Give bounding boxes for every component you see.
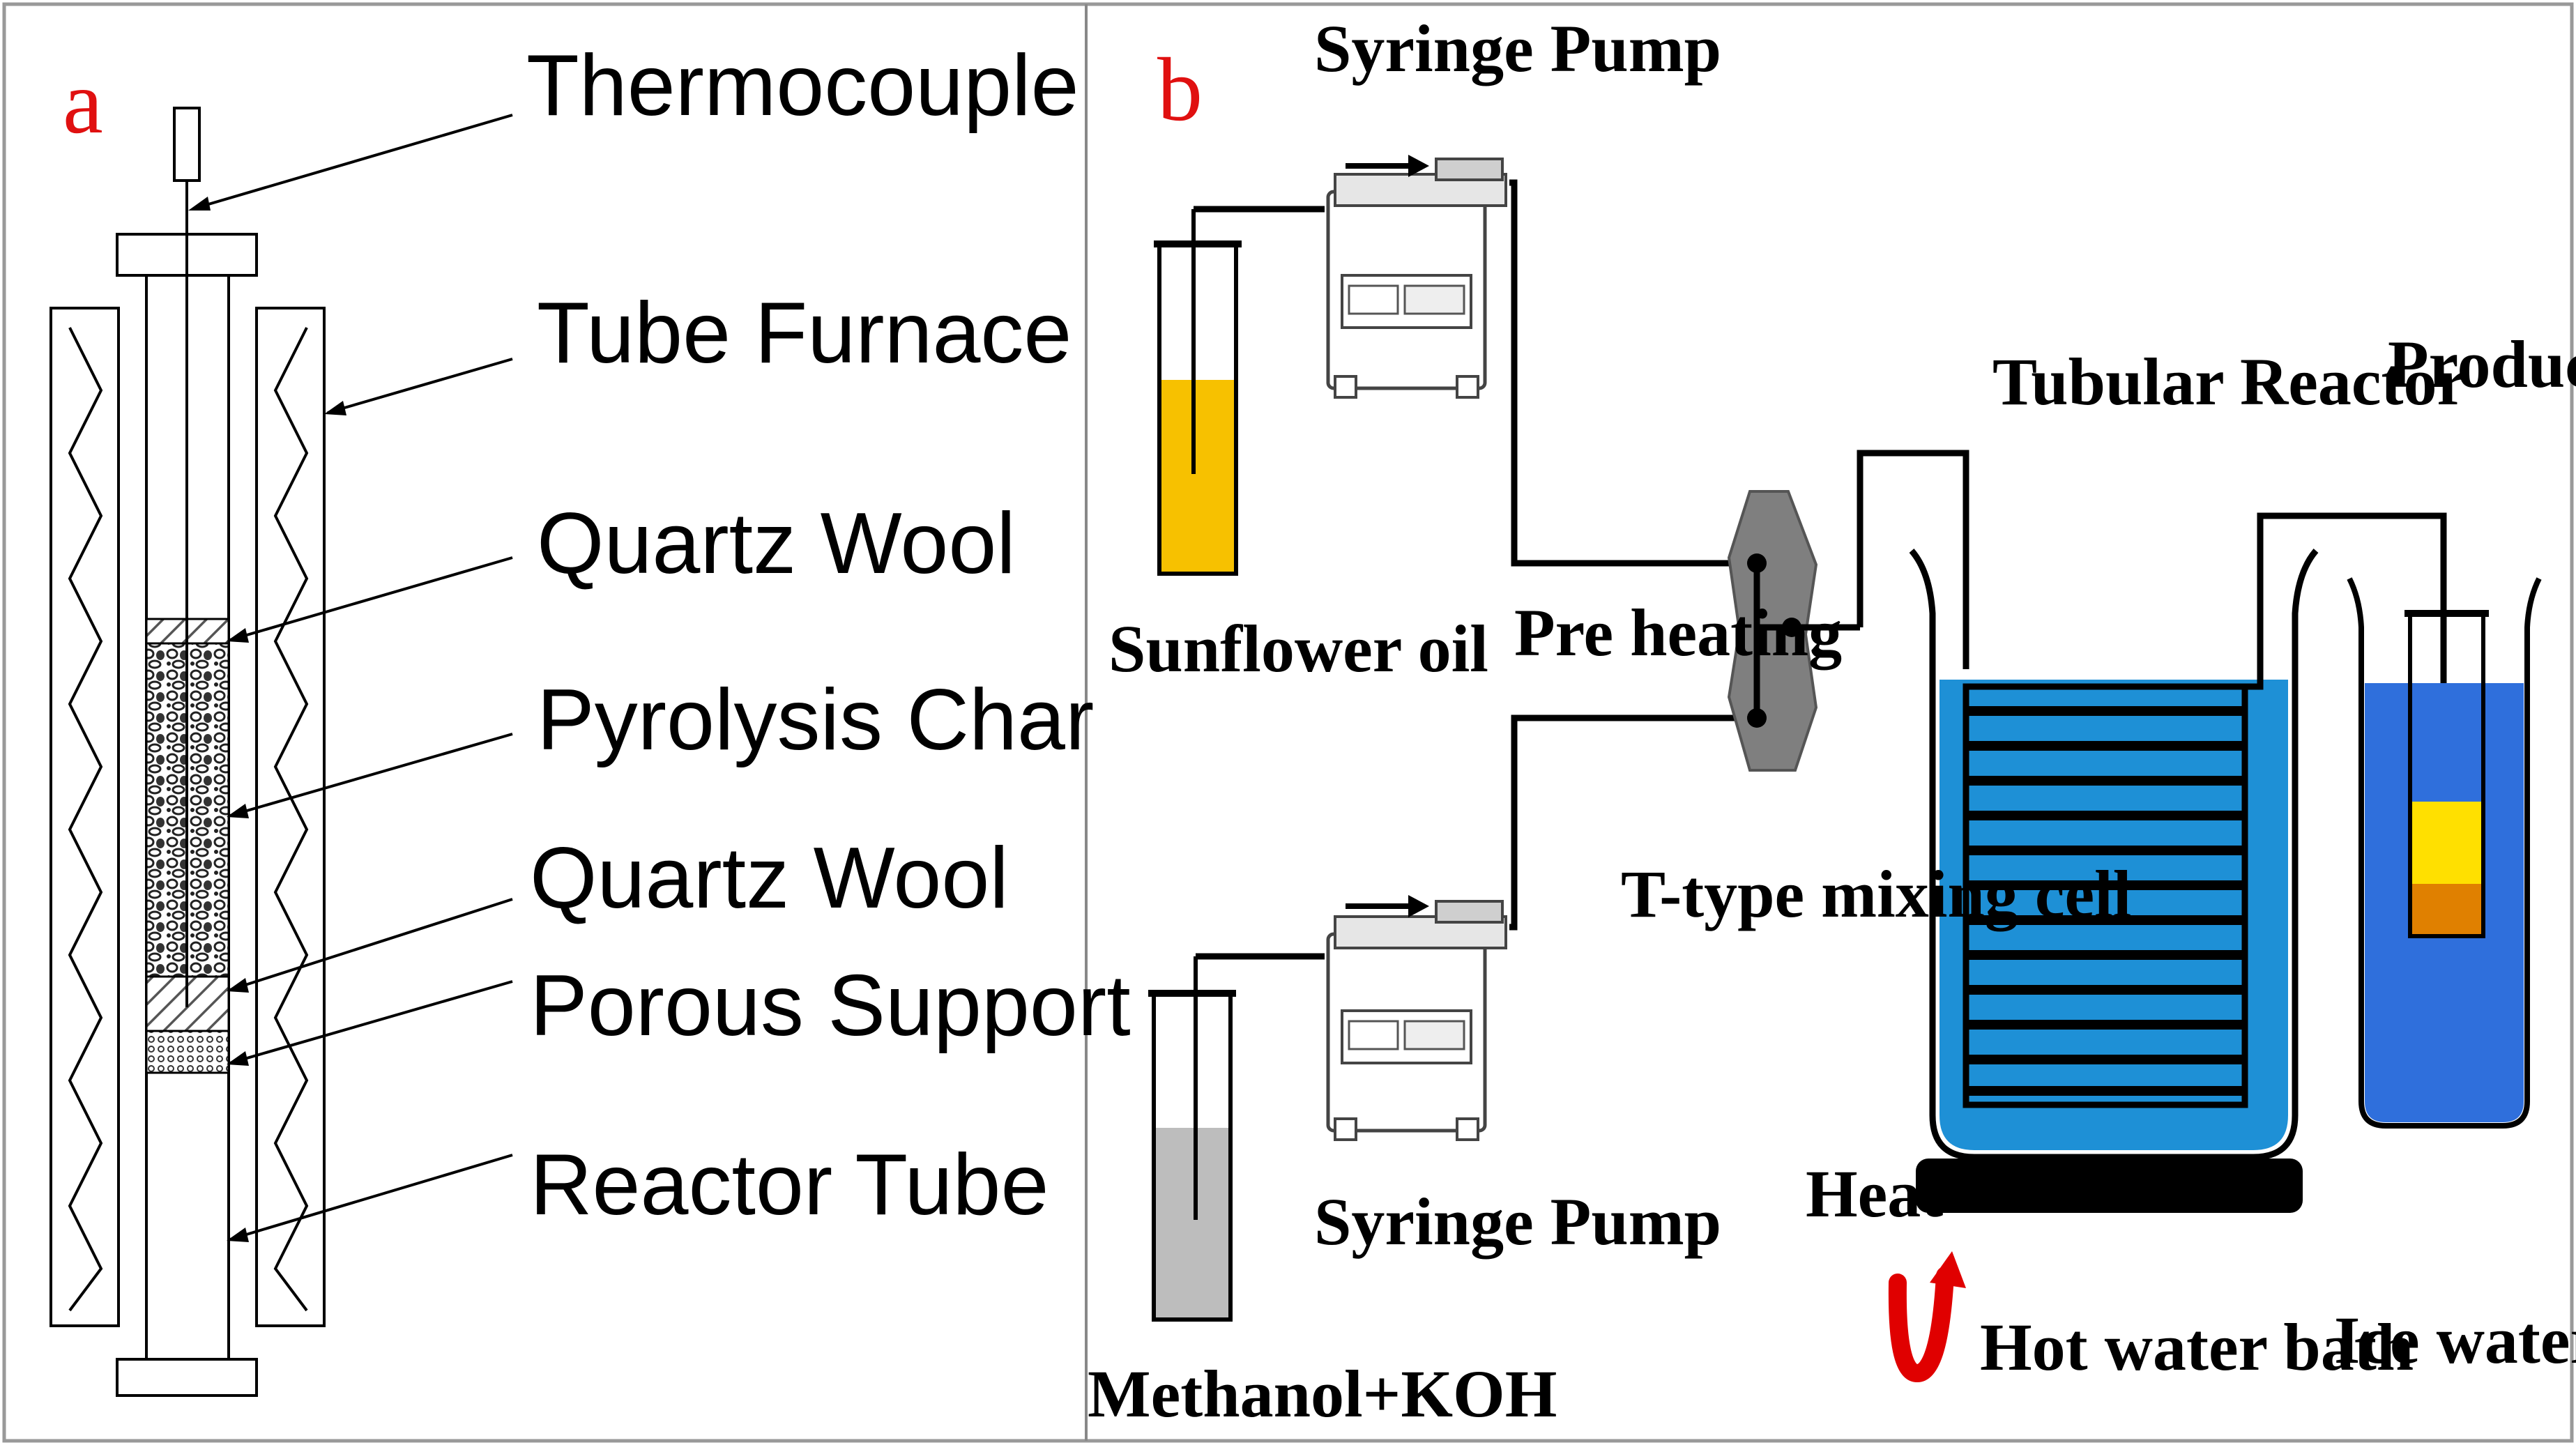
label-thermocouple: Thermocouple: [526, 38, 1079, 134]
arrowhead-tube-furnace: [324, 401, 346, 415]
heat-arrow-icon: [1888, 1267, 1954, 1383]
label-syringe-pump-top: Syringe Pump: [1314, 11, 1721, 86]
leader-thermocouple: [196, 114, 513, 209]
line-pump-top-to-mixer: [1509, 179, 1757, 567]
leader-quartz-wool-top: [229, 556, 513, 641]
hot-water-bath-vessel: [1909, 549, 2319, 1161]
line-reactor-to-product: [2245, 512, 2447, 795]
panel-b: b: [1088, 11, 2576, 1431]
label-hot-water-bath: Hot water bath: [1980, 1310, 2414, 1384]
leader-reactor-tube: [229, 1154, 513, 1241]
heating-coil-right: [273, 327, 309, 1312]
label-pre-heating: Pre heating: [1514, 595, 1842, 670]
methanol-koh-liquid: [1154, 1128, 1230, 1320]
arrowhead-reactor-tube: [227, 1228, 249, 1242]
line-mixer-to-reactor: [1857, 450, 1969, 669]
leader-porous-support: [229, 980, 513, 1064]
syringe-pump-top: [1326, 155, 1507, 399]
furnace-wall-left: [49, 307, 120, 1327]
panel-a-letter: a: [63, 52, 103, 153]
label-porous-support: Porous Support: [530, 958, 1131, 1054]
label-pyrolysis-char: Pyrolysis Char: [537, 672, 1094, 768]
label-syringe-pump-bottom: Syringe Pump: [1314, 1184, 1721, 1259]
heat-arrowhead-icon: [1930, 1251, 1966, 1288]
arrowhead-quartz-wool-bottom: [227, 978, 249, 993]
label-heat: Heat: [1806, 1156, 1943, 1231]
label-product: Product: [2388, 327, 2576, 402]
arrowhead-quartz-wool-top: [227, 628, 249, 643]
label-t-type-mixing-cell: T-type mixing cell: [1621, 857, 2131, 931]
ice-water-bath-vessel: [2347, 577, 2542, 1129]
arrowhead-thermocouple: [188, 197, 211, 211]
label-reactor-tube: Reactor Tube: [530, 1137, 1049, 1233]
product-top-layer: [2410, 802, 2483, 884]
thermocouple-head: [173, 107, 201, 182]
panel-b-letter: b: [1157, 40, 1203, 140]
furnace-wall-right: [255, 307, 326, 1327]
syringe-pump-bottom: [1326, 895, 1507, 1141]
label-quartz-wool-bottom: Quartz Wool: [530, 830, 1009, 926]
hot-water-bath-water: [1939, 680, 2288, 1150]
tubular-reactor-coil: [1963, 683, 2248, 1108]
product-bottom-layer: [2410, 884, 2483, 936]
leader-pyrolysis-char: [229, 733, 513, 817]
label-tube-furnace: Tube Furnace: [537, 285, 1072, 381]
mixer-port-bottom: [1747, 708, 1767, 728]
panel-a: a: [49, 38, 1131, 1397]
mixer-port-middle: [1782, 618, 1801, 637]
mixer-port-top: [1747, 553, 1767, 573]
arrowhead-porous-support: [227, 1051, 249, 1066]
leader-tube-furnace: [327, 358, 513, 414]
label-tubular-reactor: Tubular Reactor: [1992, 344, 2467, 419]
heater-plate: [1916, 1159, 2303, 1213]
leader-quartz-wool-bottom: [229, 898, 513, 991]
label-sunflower-oil: Sunflower oil: [1108, 611, 1488, 686]
heating-coil-left: [68, 327, 103, 1312]
label-quartz-wool-top: Quartz Wool: [537, 496, 1016, 592]
label-ice-water-bath: Ice water bath: [2334, 1303, 2576, 1377]
line-pump-bottom-to-mixer: [1509, 714, 1757, 931]
arrowhead-pyrolysis-char: [227, 804, 249, 818]
label-methanol-koh: Methanol+KOH: [1088, 1356, 1557, 1431]
sunflower-oil-liquid: [1159, 380, 1236, 574]
bottom-flange: [116, 1358, 258, 1397]
porous-support-layer: [145, 1030, 230, 1074]
